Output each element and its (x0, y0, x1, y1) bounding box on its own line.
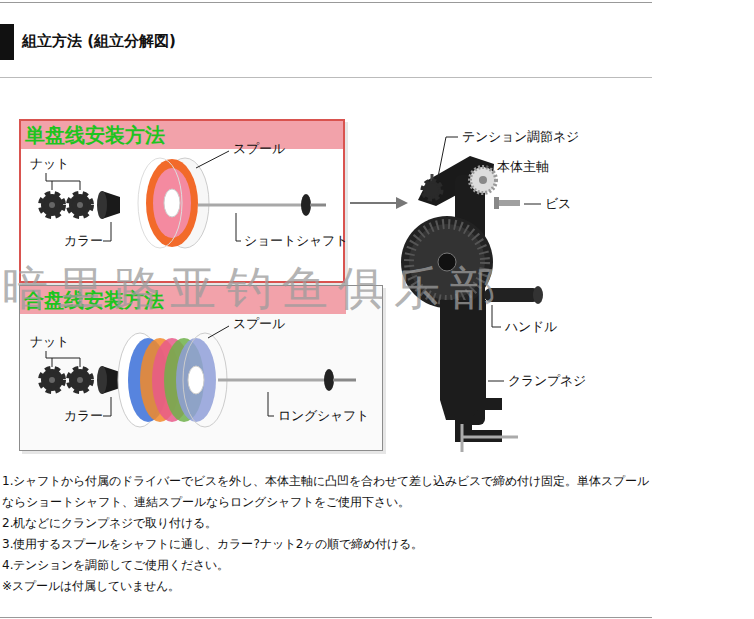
part-name: スプール (233, 316, 285, 332)
rule-line (0, 2, 652, 3)
short-shaft (198, 204, 302, 207)
panel-shadow (19, 119, 345, 283)
linked-spool (118, 333, 227, 427)
clamp-screw (461, 424, 464, 452)
part-name: ロングシャフト (278, 408, 369, 424)
nut (69, 194, 91, 216)
long-shaft (324, 369, 334, 391)
nut (69, 369, 91, 391)
leader-line (438, 137, 458, 177)
part-name: ナット (30, 156, 69, 172)
part-name: クランプネジ (508, 373, 586, 389)
part-name: ナット (30, 334, 69, 350)
part-name: テンション調節ネジ (462, 129, 579, 145)
gear (470, 167, 496, 193)
part-name: スプール (233, 141, 285, 157)
linked-spool (176, 338, 216, 422)
short-shaft (310, 204, 326, 207)
screw (494, 197, 520, 209)
nut (49, 202, 55, 208)
handle (533, 286, 543, 304)
instruction-step: 4.テンションを調節してご使用ください。 (2, 555, 654, 576)
leader-line (524, 204, 541, 205)
instruction-step: 1.シャフトから付属のドライバーでビスを外し、本体主軸に凸凹を合わせて差し込みビ… (2, 471, 654, 513)
collar (97, 366, 120, 394)
clamp-screw (462, 436, 518, 439)
rule-line (0, 617, 652, 618)
leader-line (46, 173, 80, 190)
collar (97, 191, 120, 219)
watermark: 暗里路亚钓鱼俱乐部 (2, 262, 506, 314)
clamp-screw (462, 424, 518, 452)
tension-knob (423, 174, 441, 199)
leader-line (46, 351, 80, 367)
leader-line (103, 397, 111, 416)
nut (41, 194, 91, 216)
leader-line (484, 164, 493, 167)
title-bar (0, 24, 14, 60)
title-bar (0, 24, 14, 60)
assembly-arrow (350, 197, 408, 209)
linked-spool (188, 366, 204, 394)
gear (470, 167, 496, 193)
part-name: 本体主軸 (497, 159, 549, 175)
install-panel: 単盘线安装方法 (19, 119, 345, 283)
spool (153, 168, 191, 238)
note: ※スプールは付属していません。 (2, 576, 654, 597)
screw (498, 200, 520, 206)
spool (146, 159, 198, 247)
part-name: ショートシャフト (244, 233, 348, 249)
leader-line (268, 392, 274, 416)
collar (97, 366, 107, 394)
short-shaft (198, 194, 326, 216)
tension-knob (423, 181, 441, 199)
leader-line (488, 381, 504, 382)
long-shaft (218, 379, 324, 382)
panel-banner: 単盘线安装方法 (21, 121, 343, 149)
assembly-arrow (350, 202, 398, 204)
instruction-step: 3.使用するスプールをシャフトに通し、カラー?ナット2ヶの順で締め付ける。 (2, 534, 654, 555)
spool (138, 158, 182, 248)
gear (479, 176, 487, 184)
spool (138, 158, 209, 248)
panel-heading: 単盘线安装方法 (25, 123, 165, 147)
collar (97, 191, 107, 219)
section-title: 組立方法 (組立分解図) (22, 32, 176, 50)
screw (494, 197, 499, 209)
assembly-arrow (396, 197, 408, 209)
part-name: ビス (545, 196, 571, 212)
leader-line (236, 213, 241, 241)
leader-line (196, 151, 229, 168)
nut (41, 369, 91, 391)
nut (41, 369, 63, 391)
long-shaft (333, 379, 356, 382)
spool (164, 189, 180, 217)
leader-line (208, 326, 229, 338)
nut (77, 377, 83, 383)
leader-line (103, 222, 111, 241)
nut (41, 194, 63, 216)
part-name: ハンドル (505, 319, 557, 335)
part-name: カラー (64, 233, 103, 249)
nut (49, 377, 55, 383)
part-name: カラー (64, 408, 103, 424)
nut (77, 202, 83, 208)
long-shaft (218, 369, 356, 391)
short-shaft (301, 194, 311, 216)
rule-line (0, 77, 652, 78)
instruction-step: 2.机などにクランプネジで取り付ける。 (2, 513, 654, 534)
